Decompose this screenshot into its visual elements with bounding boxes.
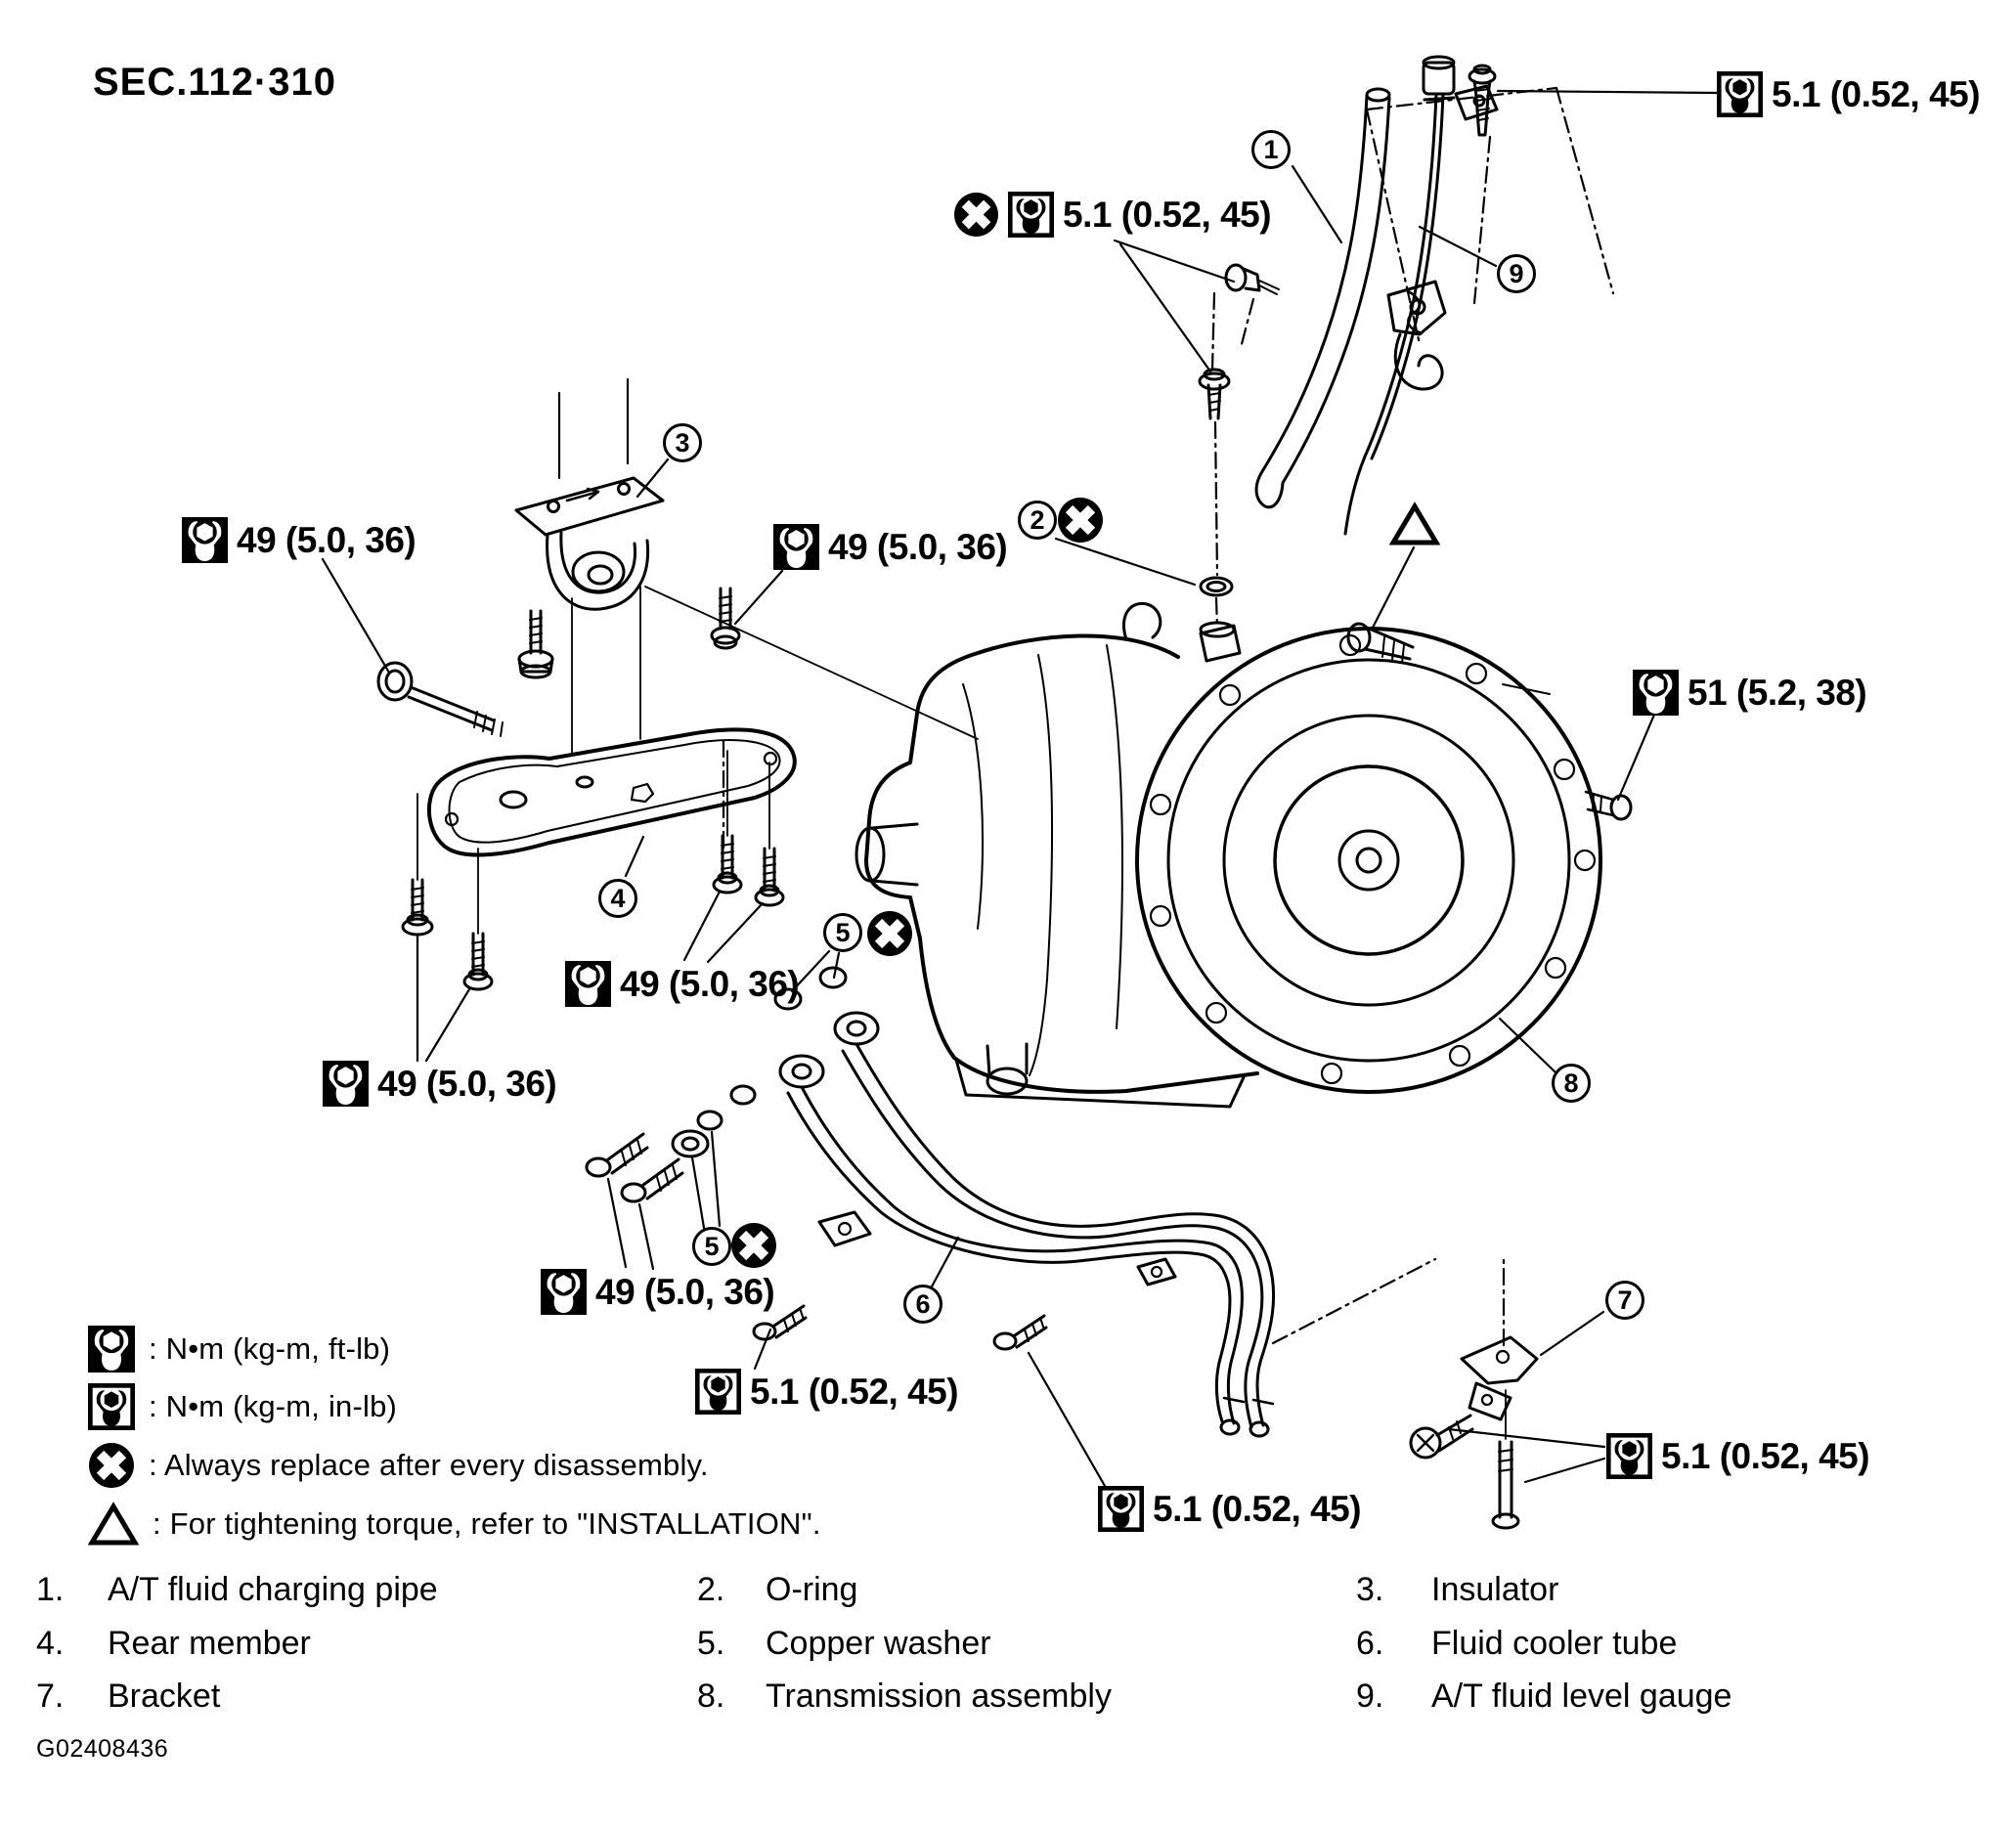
part-list-label: O-ring [766, 1571, 858, 1608]
part-marker-6: 6 [903, 1285, 942, 1324]
wrench-ft-lb-icon [323, 1061, 369, 1107]
transmission-assembly-art [855, 601, 1602, 1109]
wrench-in-lb-icon [87, 1382, 136, 1431]
construction-lines [722, 86, 1615, 1347]
part-marker-2: 2 [1018, 501, 1057, 540]
torque-callout-member-through-bolt: 49 (5.0, 36) [182, 517, 416, 563]
legend-row-4: : For tightening torque, refer to "INSTA… [87, 1502, 821, 1547]
triangle-icon [87, 1502, 140, 1547]
part-list-label: A/T fluid level gauge [1431, 1678, 1732, 1715]
torque-callout-tube-clamp-bolt: 5.1 (0.52, 45) [694, 1368, 959, 1416]
replace-icon [1057, 497, 1104, 544]
torque-callout-tube-eyelet-bolts: 49 (5.0, 36) [541, 1269, 775, 1315]
part-list-label: A/T fluid charging pipe [108, 1571, 438, 1608]
rear-member-art [426, 727, 797, 857]
part-marker-7: 7 [1605, 1281, 1644, 1320]
torque-callout-member-bolts-right: 49 (5.0, 36) [565, 961, 800, 1007]
torque-value: 5.1 (0.52, 45) [750, 1371, 959, 1412]
part-marker-1: 1 [1251, 130, 1291, 169]
part-list-label: Insulator [1431, 1571, 1559, 1608]
part-marker-4: 4 [598, 879, 637, 918]
torque-value: 49 (5.0, 36) [595, 1271, 775, 1312]
part-list-label: Copper washer [766, 1625, 991, 1662]
bolts-art [376, 64, 1633, 1351]
legend-text: : N•m (kg-m, ft-lb) [149, 1331, 391, 1366]
triangle-icon [1388, 501, 1441, 546]
torque-callout-insulator-bolt: 49 (5.0, 36) [773, 524, 1008, 570]
part-list-label: Transmission assembly [766, 1678, 1112, 1715]
legend-row-3: : Always replace after every disassembly… [88, 1442, 709, 1489]
replace-icon [730, 1222, 777, 1269]
wrench-ft-lb-icon [1633, 670, 1679, 716]
legend-row-1: : N•m (kg-m, ft-lb) [88, 1326, 390, 1373]
wrench-ft-lb-icon [88, 1326, 135, 1373]
replace-icon [88, 1442, 135, 1489]
section-title: SEC.112·310 [93, 61, 336, 104]
part-marker-5: 5 [823, 913, 862, 952]
part-list-number: 8. [697, 1678, 725, 1715]
legend-text: : Always replace after every disassembly… [149, 1448, 709, 1482]
part-list-number: 6. [1356, 1625, 1384, 1662]
part-marker-8: 8 [1552, 1064, 1591, 1103]
part-list-number: 7. [36, 1678, 65, 1715]
wrench-in-lb-icon [1605, 1432, 1653, 1480]
torque-callout-bracket-screws: 5.1 (0.52, 45) [1605, 1432, 1870, 1480]
wrench-ft-lb-icon [565, 961, 611, 1007]
part-list-number: 5. [697, 1625, 725, 1662]
legend-text: : For tightening torque, refer to "INSTA… [153, 1506, 821, 1541]
torque-callout-member-bolts-left: 49 (5.0, 36) [323, 1061, 557, 1107]
part-list-number: 4. [36, 1625, 65, 1662]
wrench-ft-lb-icon [182, 517, 228, 563]
part-list-label: Rear member [108, 1625, 311, 1662]
figure-code: G02408436 [36, 1735, 169, 1763]
part-list-label: Fluid cooler tube [1431, 1625, 1678, 1662]
part-list-number: 9. [1356, 1678, 1384, 1715]
torque-callout-pipe-bolts: 5.1 (0.52, 45) [953, 191, 1272, 239]
part-marker-9: 9 [1497, 254, 1536, 293]
legend-row-2: : N•m (kg-m, in-lb) [87, 1382, 398, 1431]
leader-lines [321, 89, 1719, 1488]
torque-value: 49 (5.0, 36) [377, 1063, 557, 1104]
replace-icon [866, 910, 913, 957]
part-list-number: 3. [1356, 1571, 1384, 1608]
torque-value: 5.1 (0.52, 45) [1661, 1435, 1870, 1476]
bracket-art [1409, 1335, 1539, 1530]
wrench-in-lb-icon [1097, 1485, 1145, 1533]
cooler-tube-art [786, 1042, 1276, 1438]
wrench-ft-lb-icon [541, 1269, 587, 1315]
wrench-in-lb-icon [1716, 70, 1764, 118]
part-marker-3: 3 [663, 423, 702, 462]
replace-icon [953, 192, 999, 238]
insulator-art [514, 377, 979, 756]
torque-callout-tube-clip-bolt: 5.1 (0.52, 45) [1097, 1485, 1362, 1533]
part-list-number: 2. [697, 1571, 725, 1608]
torque-value: 49 (5.0, 36) [620, 963, 800, 1004]
torque-callout-pipe-bracket-upper: 5.1 (0.52, 45) [1716, 70, 1981, 118]
fluid-level-gauge-art [1343, 55, 1499, 536]
part-marker-5: 5 [692, 1227, 731, 1266]
legend-text: : N•m (kg-m, in-lb) [149, 1389, 398, 1423]
torque-callout-converter-bolt: 51 (5.2, 38) [1633, 670, 1867, 716]
o-ring-art [1199, 576, 1234, 597]
torque-value: 5.1 (0.52, 45) [1063, 194, 1272, 235]
wrench-in-lb-icon [694, 1368, 742, 1416]
part-list-number: 1. [36, 1571, 65, 1608]
torque-value: 49 (5.0, 36) [237, 519, 416, 560]
torque-value: 49 (5.0, 36) [828, 526, 1008, 567]
torque-value: 51 (5.2, 38) [1687, 672, 1867, 713]
wrench-ft-lb-icon [773, 524, 819, 570]
wrench-in-lb-icon [1007, 191, 1055, 239]
part-list-label: Bracket [108, 1678, 221, 1715]
torque-value: 5.1 (0.52, 45) [1772, 73, 1981, 114]
torque-value: 5.1 (0.52, 45) [1153, 1488, 1362, 1529]
